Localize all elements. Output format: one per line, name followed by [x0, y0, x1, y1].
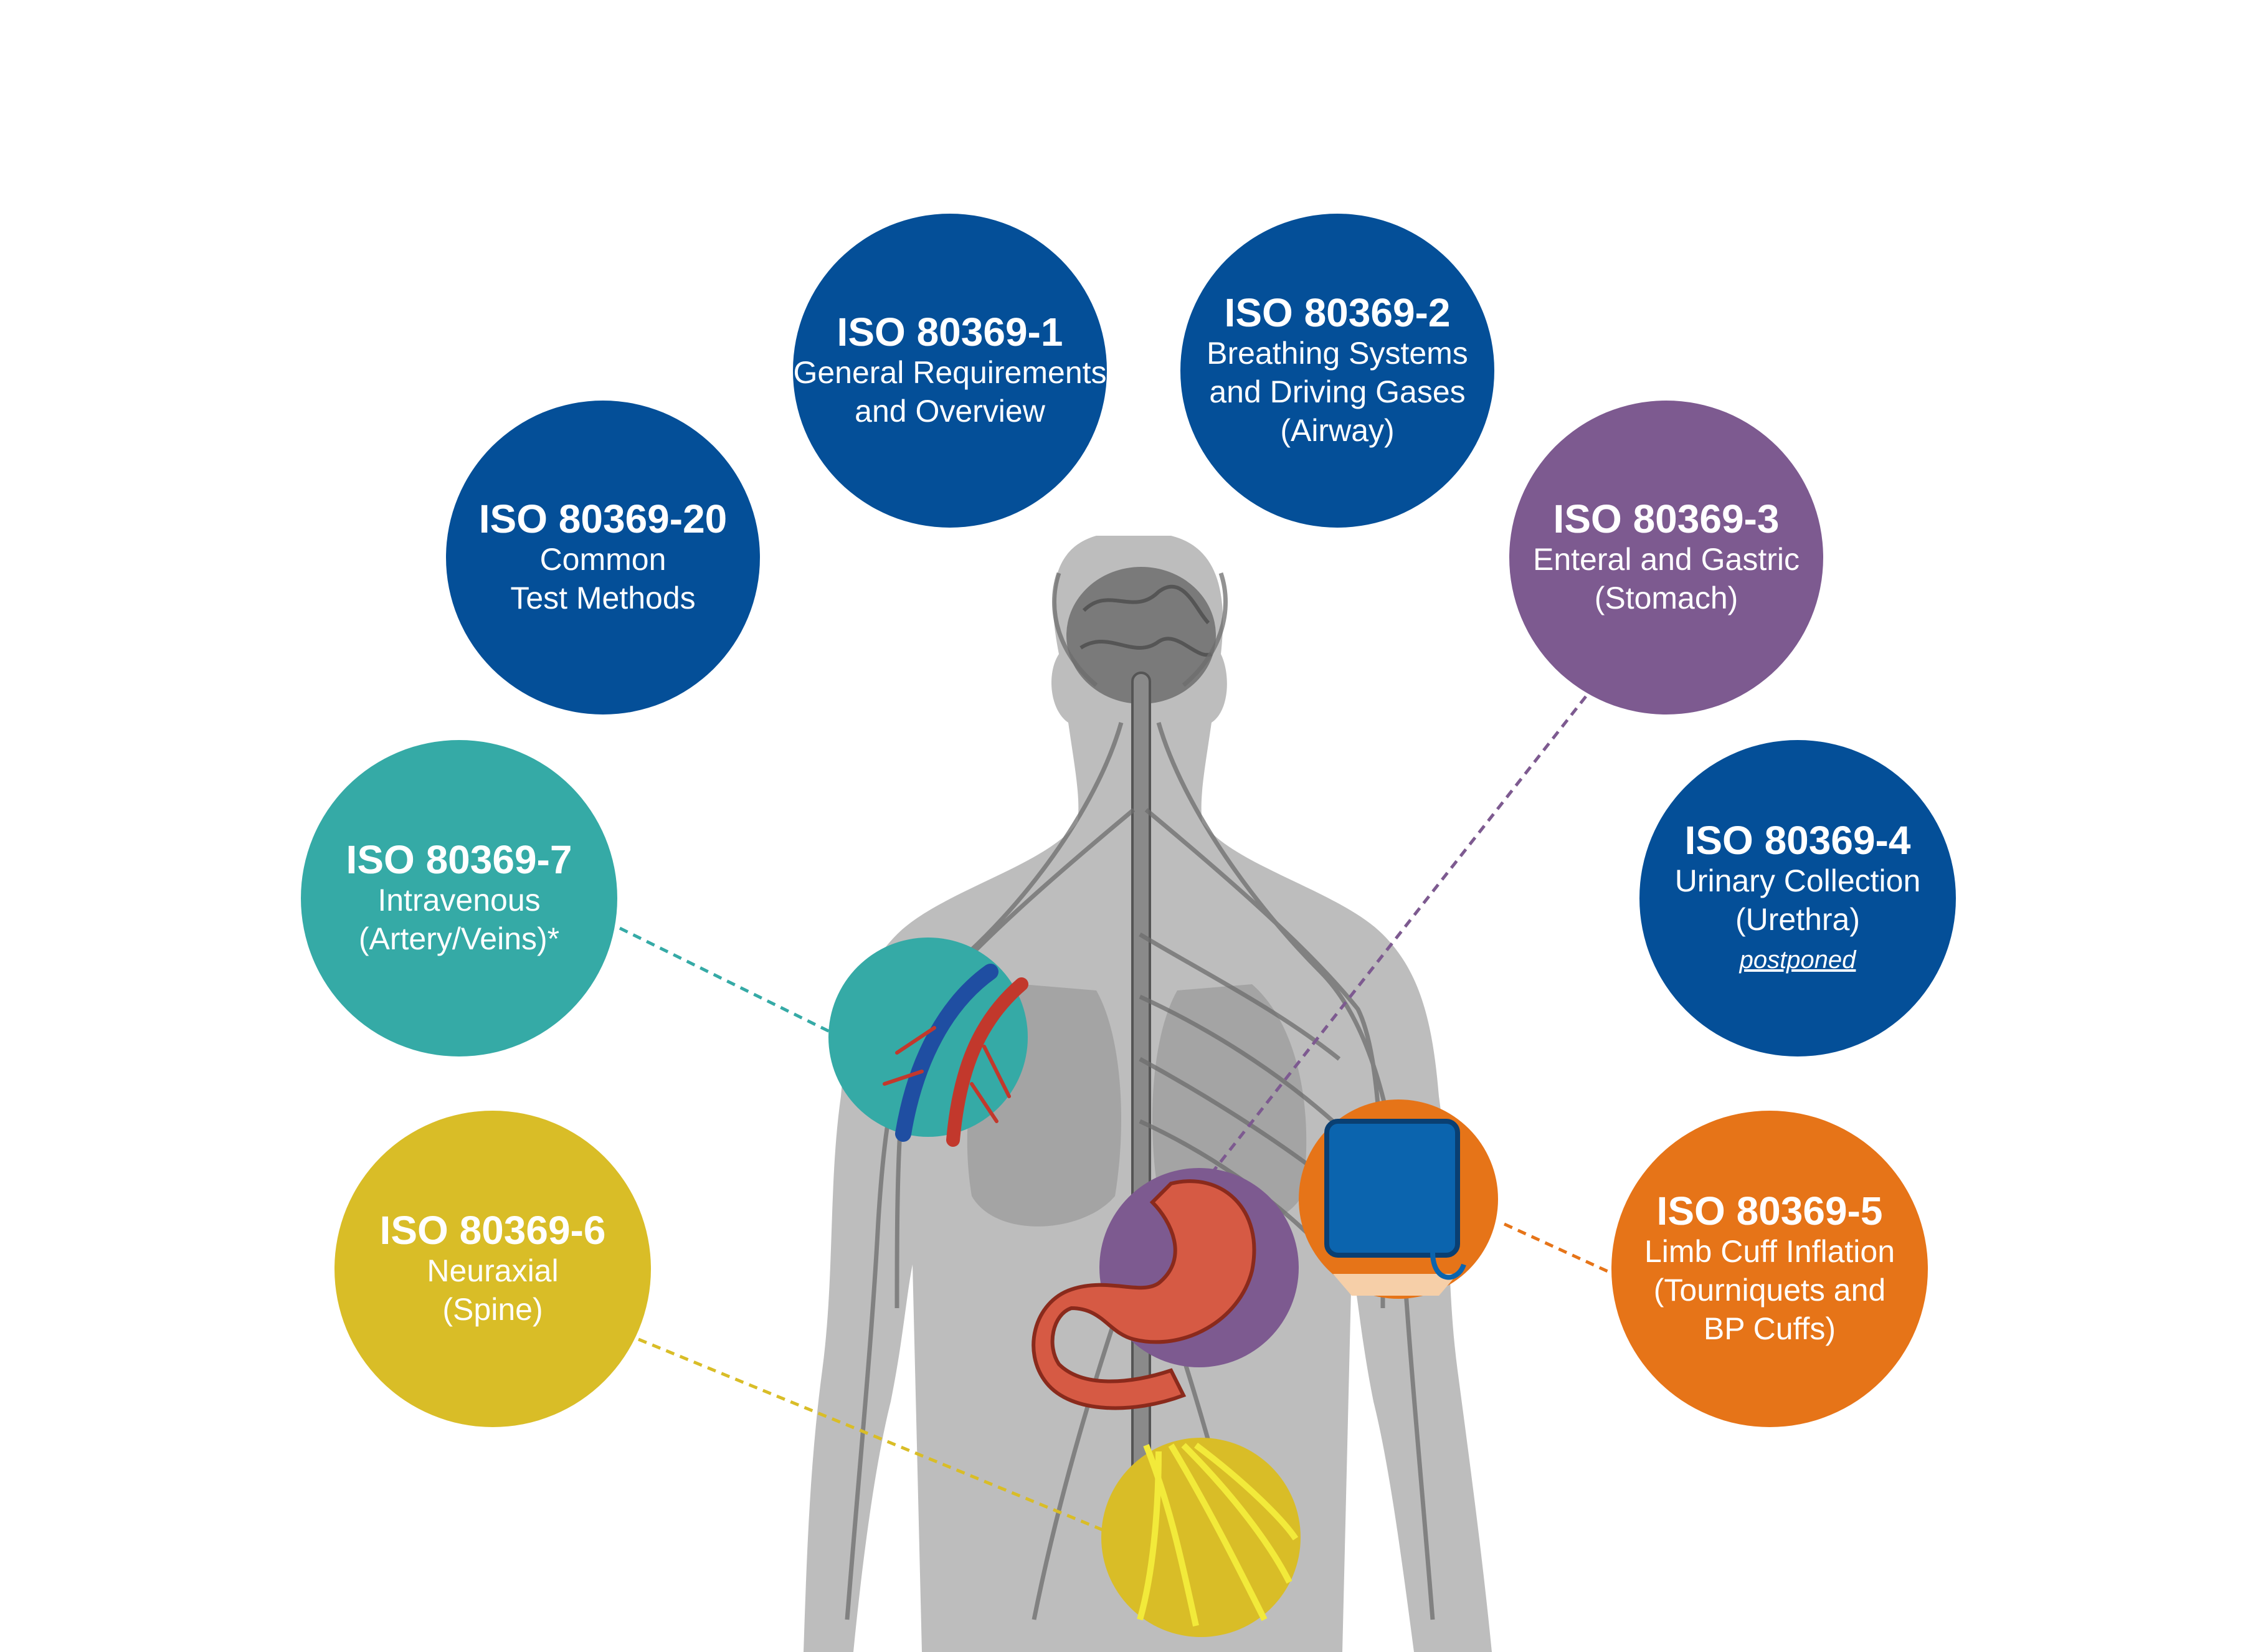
- iso-80369-4-title: ISO 80369-4: [1684, 818, 1911, 863]
- iso-80369-5-line-1: Limb Cuff Inflation: [1644, 1234, 1895, 1269]
- iso-80369-20-badge: ISO 80369-20 Common Test Methods: [446, 401, 760, 714]
- iso-80369-1-title: ISO 80369-1: [837, 310, 1063, 354]
- iso-80369-6-badge: ISO 80369-6 Neuraxial (Spine): [334, 1111, 651, 1427]
- brain-folds: [1079, 584, 1213, 657]
- iso-80369-20-title: ISO 80369-20: [478, 496, 728, 541]
- iso-80369-4-postponed-note: postponed: [1739, 946, 1856, 974]
- iso-80369-20-line-1: Common: [539, 542, 666, 577]
- iso-80369-2-line-1: Breathing Systems: [1207, 336, 1468, 371]
- iso-80369-5-line-2: (Tourniquets and: [1653, 1273, 1886, 1308]
- iso-80369-3-title: ISO 80369-3: [1553, 496, 1780, 541]
- blood-vessels-icon: [883, 964, 1028, 1147]
- iso-80369-2-title: ISO 80369-2: [1224, 290, 1451, 335]
- iso-80369-7-badge: ISO 80369-7 Intravenous (Artery/Veins)*: [301, 740, 617, 1056]
- iso-80369-20-line-2: Test Methods: [510, 581, 696, 615]
- iso-80369-7-line-1: Intravenous: [377, 883, 541, 918]
- iso-80369-3-line-1: Enteral and Gastric: [1533, 542, 1800, 577]
- connector-line-part6: [638, 1337, 1109, 1534]
- iso-80369-4-badge: ISO 80369-4 Urinary Collection (Urethra)…: [1639, 740, 1956, 1056]
- right-lung: [1152, 984, 1307, 1227]
- iso-80369-6-line-1: Neuraxial: [427, 1253, 559, 1288]
- bp-cuff-tube: [1430, 1251, 1466, 1280]
- iso-80369-1-badge: ISO 80369-1 General Requirements and Ove…: [793, 214, 1107, 528]
- connector-line-part3: [1207, 695, 1587, 1179]
- iso-80369-5-badge: ISO 80369-5 Limb Cuff Inflation (Tourniq…: [1611, 1111, 1928, 1427]
- arm-segment: [1333, 1274, 1458, 1296]
- stomach-icon: [1032, 1179, 1256, 1410]
- bp-cuff-icon: [1324, 1119, 1460, 1258]
- iso-80369-2-line-2: and Driving Gases: [1209, 374, 1466, 409]
- iso-80369-2-line-3: (Airway): [1280, 413, 1395, 448]
- iso-80369-6-title: ISO 80369-6: [379, 1208, 606, 1253]
- iso-80369-1-line-2: and Overview: [855, 394, 1045, 429]
- iso-80369-1-line-1: General Requirements: [793, 355, 1107, 390]
- iso-80369-3-line-2: (Stomach): [1594, 581, 1738, 615]
- iso-80369-7-line-2: (Artery/Veins)*: [358, 921, 560, 956]
- iso-80369-6-line-2: (Spine): [442, 1292, 543, 1327]
- iso-80369-5-line-3: BP Cuffs): [1703, 1311, 1836, 1346]
- iso-80369-2-badge: ISO 80369-2 Breathing Systems and Drivin…: [1180, 214, 1494, 528]
- iso-80369-7-title: ISO 80369-7: [346, 837, 572, 882]
- iso-80369-5-title: ISO 80369-5: [1656, 1189, 1883, 1233]
- iso-80369-4-line-1: Urinary Collection: [1674, 863, 1921, 898]
- iso-80369-4-line-2: (Urethra): [1735, 902, 1861, 937]
- iso-80369-3-badge: ISO 80369-3 Enteral and Gastric (Stomach…: [1509, 401, 1823, 714]
- connector-line-part5: [1503, 1222, 1615, 1276]
- connector-line-part7: [619, 926, 836, 1036]
- spine-nerves-icon: [1137, 1443, 1299, 1627]
